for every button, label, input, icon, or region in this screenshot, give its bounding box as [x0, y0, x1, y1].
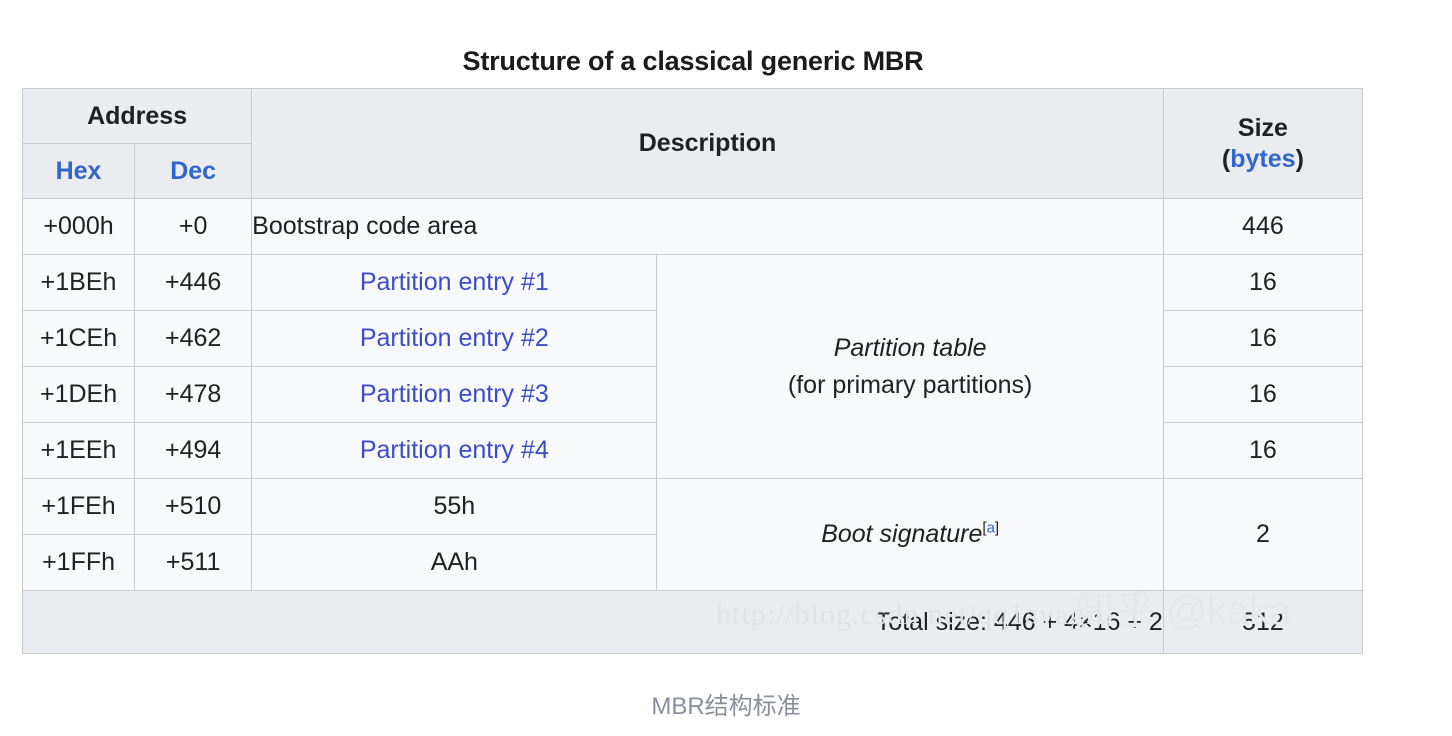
- table-row: +1FEh +510 55h Boot signature[a] 2: [21, 478, 1364, 591]
- cell-size: 16: [1162, 254, 1364, 311]
- table-body: +000h +0 Bootstrap code area 446 +1BEh +…: [21, 198, 1364, 654]
- cell-size: 16: [1162, 310, 1364, 367]
- cell-description-boot-sig-55h: 55h: [251, 478, 658, 535]
- cell-dec: +446: [134, 254, 253, 311]
- figure-caption: MBR结构标准: [651, 693, 801, 720]
- partition-entry-3-link[interactable]: Partition entry #3: [359, 380, 549, 408]
- partition-table-label: Partition table: [833, 334, 987, 363]
- page-title: Structure of a classical generic MBR: [462, 46, 924, 76]
- cell-size: 2: [1162, 478, 1364, 591]
- partition-entry-1-link[interactable]: Partition entry #1: [359, 268, 549, 296]
- cell-hex: +1BEh: [21, 254, 136, 311]
- column-header-size: Size (bytes): [1162, 88, 1364, 199]
- table-row: +1CEh +462 Partition entry #2 16: [21, 310, 1364, 367]
- cell-dec: +462: [134, 310, 253, 367]
- column-header-dec-link[interactable]: Dec: [170, 156, 217, 185]
- cell-boot-signature-group: Boot signature[a]: [656, 478, 1164, 591]
- mbr-structure-table: Address Description Size (bytes) Hex Dec…: [21, 88, 1364, 654]
- column-header-description: Description: [251, 88, 1164, 199]
- header-row-secondary: Hex Dec: [21, 143, 1363, 199]
- cell-dec: +494: [134, 422, 253, 479]
- cell-hex: +1EEh: [21, 422, 136, 479]
- cell-dec: +510: [134, 478, 253, 535]
- table-row: +1FFh +511 AAh: [21, 534, 1363, 591]
- column-header-dec: Dec: [134, 143, 253, 199]
- footnote-open-bracket: [: [982, 520, 987, 538]
- cell-dec: +511: [134, 534, 253, 591]
- partition-table-subtitle: (for primary partitions): [787, 370, 1033, 399]
- header-row-primary: Address Description Size (bytes): [21, 88, 1364, 199]
- cell-size: 16: [1162, 422, 1364, 479]
- cell-hex: +1DEh: [21, 366, 136, 423]
- column-header-address: Address: [21, 88, 253, 144]
- footnote-letter: a: [986, 520, 995, 538]
- column-header-hex-link[interactable]: Hex: [55, 156, 102, 185]
- cell-size: 446: [1162, 198, 1364, 255]
- cell-hex: +1FFh: [21, 534, 136, 591]
- column-header-size-label: Size: [1237, 114, 1288, 142]
- partition-entry-4-link[interactable]: Partition entry #4: [359, 436, 549, 464]
- column-header-hex: Hex: [21, 143, 136, 199]
- cell-partition-table-group: Partition table (for primary partitions): [656, 254, 1164, 479]
- cell-hex: +1CEh: [21, 310, 136, 367]
- boot-signature-footnote[interactable]: [a]: [982, 520, 999, 537]
- cell-dec: +0: [134, 198, 253, 255]
- cell-description-boot-sig-aah: AAh: [251, 534, 658, 591]
- size-unit-open-paren: (: [1221, 144, 1231, 173]
- size-unit-close-paren: ): [1295, 144, 1304, 173]
- cell-hex: +1FEh: [21, 478, 136, 535]
- cell-description-partition-entry-4: Partition entry #4: [251, 422, 658, 479]
- cell-description-partition-entry-2: Partition entry #2: [251, 310, 658, 367]
- cell-dec: +478: [134, 366, 253, 423]
- cell-description-bootstrap: Bootstrap code area: [251, 198, 1164, 255]
- cell-hex: +000h: [21, 198, 136, 255]
- partition-entry-2-link[interactable]: Partition entry #2: [359, 324, 549, 352]
- table-header: Address Description Size (bytes) Hex Dec: [21, 88, 1364, 199]
- size-unit-link[interactable]: bytes: [1230, 144, 1296, 173]
- cell-description-partition-entry-3: Partition entry #3: [251, 366, 658, 423]
- footer-total-size: 512: [1162, 590, 1364, 654]
- footer-total-label: Total size: 446 + 4×16 + 2: [22, 590, 1164, 654]
- cell-description-partition-entry-1: Partition entry #1: [251, 254, 658, 311]
- footnote-close-bracket: ]: [994, 520, 1000, 538]
- table-row: +1DEh +478 Partition entry #3 16: [21, 366, 1364, 423]
- table-row: +1BEh +446 Partition entry #1 Partition …: [21, 254, 1364, 479]
- cell-size: 16: [1162, 366, 1364, 423]
- table-row: +000h +0 Bootstrap code area 446: [21, 198, 1364, 255]
- table-footer-row: Total size: 446 + 4×16 + 2 512: [22, 590, 1364, 654]
- boot-signature-label: Boot signature: [821, 520, 983, 549]
